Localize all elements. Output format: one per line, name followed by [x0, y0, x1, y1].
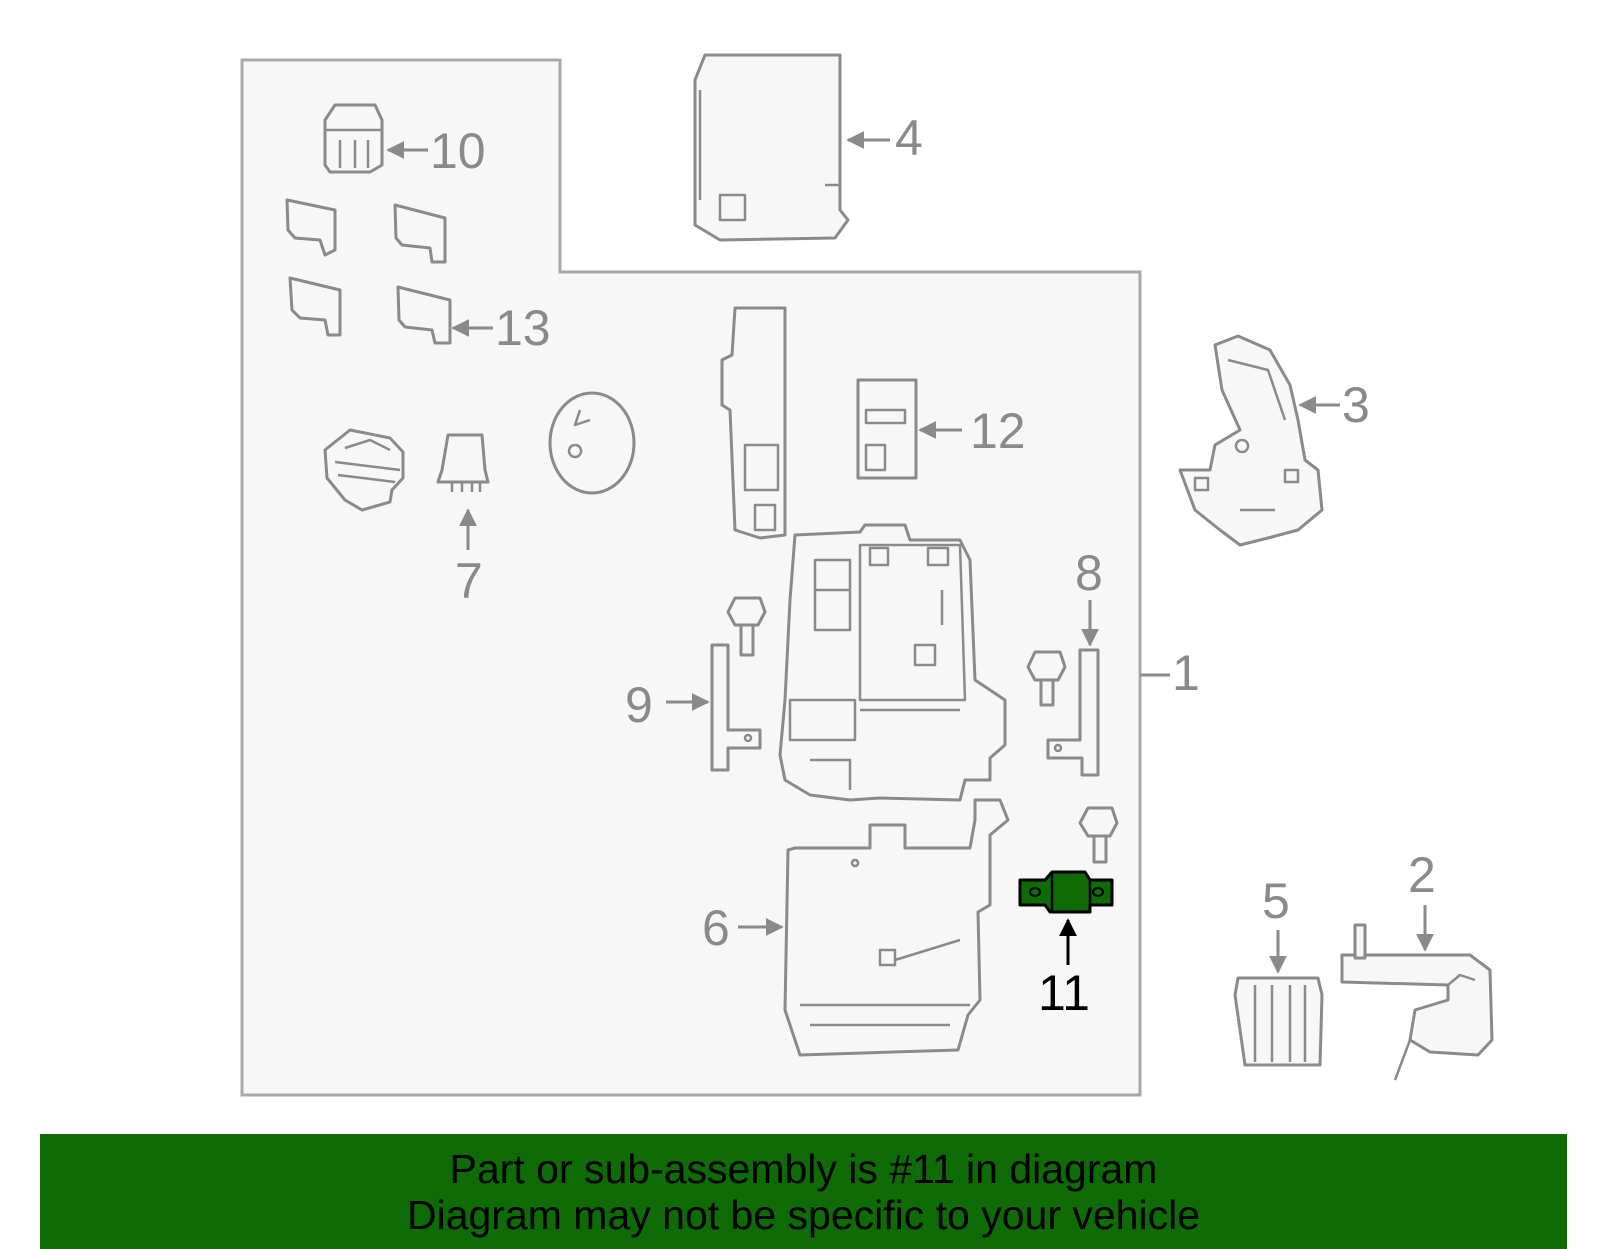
part-13-fuses[interactable]: [285, 198, 452, 345]
bolt-right-lower: [1078, 806, 1119, 864]
bolt-right-upper: [1026, 650, 1067, 707]
callout-9: 9: [625, 677, 653, 733]
part-2-bracket[interactable]: [1340, 923, 1494, 1081]
part-5-box[interactable]: [1233, 976, 1324, 1067]
part-1-junction-block[interactable]: [778, 523, 1007, 802]
part-8-bracket[interactable]: [1046, 648, 1100, 777]
tall-bracket: [720, 306, 787, 540]
part-7-relay[interactable]: [436, 433, 490, 492]
part-6-case[interactable]: [783, 798, 1010, 1057]
callout-2: 2: [1408, 847, 1436, 903]
banner-line-disclaimer: Diagram may not be specific to your vehi…: [406, 1192, 1200, 1238]
banner-line-part: Part or sub-assembly is #11 in diagram: [449, 1146, 1158, 1192]
callout-1: 1: [1172, 645, 1200, 701]
part-12-block[interactable]: [856, 378, 918, 480]
callout-5: 5: [1262, 873, 1290, 929]
part-9-bracket[interactable]: [710, 643, 762, 772]
callout-3: 3: [1342, 377, 1370, 433]
callout-10: 10: [430, 123, 486, 179]
assembly-panel: [240, 58, 1142, 1097]
callout-8: 8: [1075, 545, 1103, 601]
part-3-bracket[interactable]: [1178, 334, 1324, 547]
part-10-fuse[interactable]: [323, 103, 384, 174]
relay-left[interactable]: [323, 428, 405, 512]
part-11-bracket-highlighted[interactable]: [1018, 870, 1114, 914]
callout-13: 13: [495, 300, 551, 356]
callout-12: 12: [970, 403, 1026, 459]
callout-7: 7: [455, 553, 483, 609]
callout-4: 4: [895, 110, 923, 166]
bolt-left: [726, 596, 767, 657]
info-banner: Part or sub-assembly is #11 in diagram D…: [40, 1134, 1567, 1249]
round-cover: [548, 391, 636, 495]
part-4-module[interactable]: [693, 53, 850, 242]
callout-6: 6: [702, 900, 730, 956]
callout-11-highlighted: 11: [1038, 965, 1090, 1021]
